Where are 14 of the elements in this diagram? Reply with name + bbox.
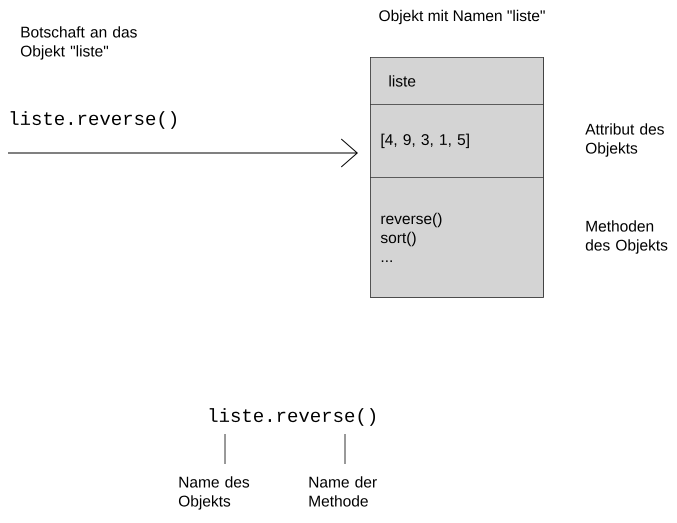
arrow [8,138,358,168]
code-text: liste.reverse() [210,408,375,426]
leader-line [224,434,226,464]
compartment: liste [370,57,544,105]
beside-text: Methoden des Objekts [586,220,668,254]
compartment: reverse() sort() ... [370,177,544,298]
node-label: Objekt mit Namen "liste" [379,10,545,24]
caption-text: Name der Methode [309,476,377,507]
caption-text: Name des Objekts [178,476,250,510]
leader-line [344,434,346,464]
note-text: Botschaft an das Objekt "liste" [20,26,137,60]
edge-label: liste.reverse() [10,111,176,129]
beside-text: Attribut des Objekts [585,123,664,157]
compartment: [4, 9, 3, 1, 5] [370,104,544,178]
